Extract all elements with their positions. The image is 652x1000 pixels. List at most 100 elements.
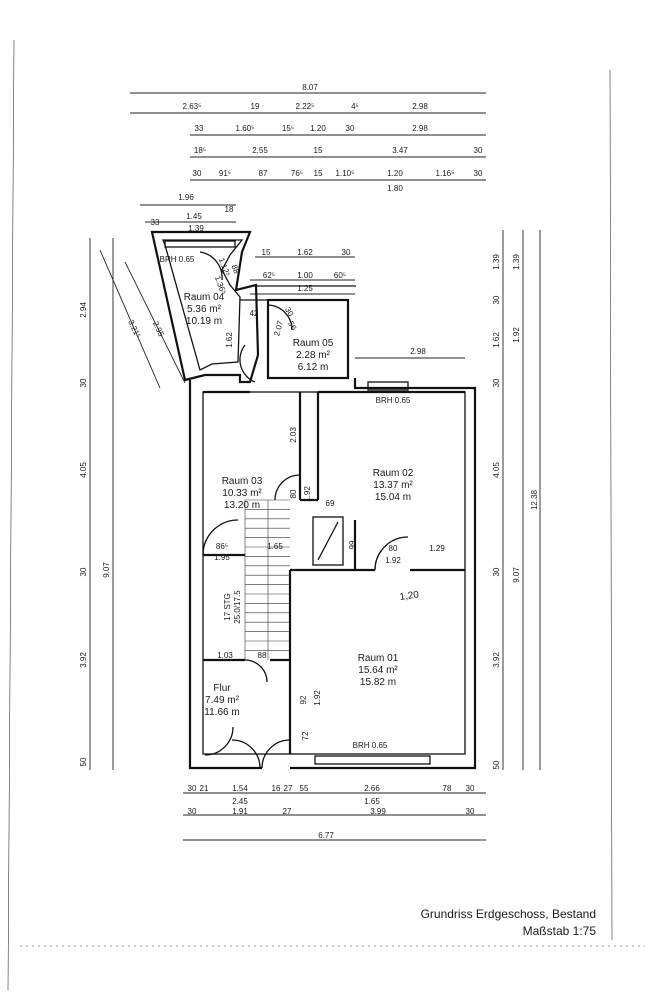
dimension-label: 6.77 bbox=[318, 831, 334, 840]
dimension-label: 30 bbox=[492, 378, 501, 387]
room-perimeter-raum-03: 13.20 m bbox=[224, 500, 260, 511]
dimension-label: 88 bbox=[258, 651, 267, 660]
dimension-label: 86⁵ bbox=[216, 542, 228, 551]
dimension-label: 1.39 bbox=[512, 254, 521, 270]
stair-step-count: 17 STG bbox=[223, 593, 232, 621]
dimension-label: 78 bbox=[443, 784, 452, 793]
dimension-label: 1.29 bbox=[429, 544, 445, 553]
room-area-raum-05: 2.28 m² bbox=[296, 350, 331, 361]
dimension-label: 15 bbox=[314, 146, 323, 155]
dimension-label: 1.45 bbox=[186, 212, 202, 221]
dimension-label: 30 bbox=[188, 807, 197, 816]
dimension-label: 3.99 bbox=[370, 807, 386, 816]
room-area-raum-03: 10.33 m² bbox=[222, 488, 262, 499]
dimension-label: 2.07 bbox=[272, 319, 285, 337]
window-sill-height-label: BRH 0.65 bbox=[376, 396, 411, 405]
room-name-raum-04: Raum 04 bbox=[184, 292, 225, 303]
dimension-label: 62⁵ bbox=[263, 271, 275, 280]
dimension-label: 30 bbox=[466, 784, 475, 793]
window-sill-height-label: BRH 0.65 bbox=[160, 255, 195, 264]
dimension-label: 3.92 bbox=[492, 652, 501, 668]
dimension-label: 60⁵ bbox=[334, 271, 346, 280]
room-name-raum-03: Raum 03 bbox=[222, 476, 263, 487]
dimension-label: 55 bbox=[300, 784, 309, 793]
room-area-raum-02: 13.37 m² bbox=[373, 480, 413, 491]
room-name-raum-01: Raum 01 bbox=[358, 653, 399, 664]
dimension-label: 99 bbox=[348, 540, 357, 549]
dimension-label: 18⁵ bbox=[194, 146, 206, 155]
room-perimeter-flur: 11.66 m bbox=[204, 707, 239, 718]
dimension-label: 27 bbox=[284, 784, 293, 793]
dimension-label: 1.20 bbox=[387, 169, 403, 178]
dimension-label: 8.07 bbox=[302, 83, 318, 92]
dimension-label: 3.21⁵ bbox=[126, 318, 142, 339]
dimension-label: 2.63⁵ bbox=[183, 102, 202, 111]
dimension-label: 42 bbox=[250, 309, 259, 318]
dimension-label: 1.92 bbox=[313, 690, 322, 706]
dimension-label: 2.98 bbox=[412, 124, 428, 133]
dimension-label: 30 bbox=[283, 306, 296, 319]
dimension-label: 1.62 bbox=[225, 332, 234, 348]
dimension-label: 30 bbox=[492, 567, 501, 576]
dimension-label: 16 bbox=[272, 784, 281, 793]
dimension-label: 56 bbox=[286, 320, 299, 333]
dimension-label: 1.20 bbox=[310, 124, 326, 133]
dimension-label: 1.80 bbox=[387, 184, 403, 193]
dimension-label: 15 bbox=[314, 169, 323, 178]
dimension-label: 1.12⁵ bbox=[217, 257, 232, 278]
dimension-label: 30 bbox=[466, 807, 475, 816]
dimension-label: 91⁵ bbox=[219, 169, 231, 178]
dimension-label: 30 bbox=[193, 169, 202, 178]
dimension-label: 9.07 bbox=[102, 562, 111, 578]
dimension-label: 1.92 bbox=[303, 486, 312, 502]
dimension-label: 21 bbox=[200, 784, 209, 793]
dimension-label: 3.47 bbox=[392, 146, 408, 155]
dimension-label: 1.03 bbox=[217, 651, 233, 660]
dimension-label: 4.05 bbox=[492, 462, 501, 478]
dimension-label: 4.05 bbox=[79, 462, 88, 478]
room-name-raum-02: Raum 02 bbox=[373, 468, 414, 479]
handwritten-note: 1,20 bbox=[399, 589, 420, 603]
dimension-label: 2.03 bbox=[289, 427, 298, 443]
dimension-label: 33 bbox=[195, 124, 204, 133]
room-perimeter-raum-05: 6.12 m bbox=[298, 362, 329, 373]
dimension-label: 2.95 bbox=[151, 320, 166, 338]
dimension-label: 72 bbox=[301, 731, 310, 740]
dimension-label: 15⁵ bbox=[282, 124, 294, 133]
dimension-label: 30 bbox=[342, 248, 351, 257]
room-name-raum-05: Raum 05 bbox=[293, 338, 334, 349]
dimension-label: 1.62 bbox=[492, 332, 501, 348]
dimension-label: 18 bbox=[225, 205, 234, 214]
dimension-label: 30 bbox=[188, 784, 197, 793]
dimension-label: 2.98 bbox=[412, 102, 428, 111]
dimension-label: 19 bbox=[251, 102, 260, 111]
dimension-label: 30 bbox=[79, 567, 88, 576]
dimension-label: 1.92 bbox=[385, 556, 401, 565]
dimension-label: 76⁵ bbox=[291, 169, 303, 178]
dimension-label: 30 bbox=[474, 146, 483, 155]
dimension-label: 33 bbox=[151, 218, 160, 227]
room-perimeter-raum-04: 10.19 m bbox=[186, 316, 222, 327]
dimension-label: 30 bbox=[346, 124, 355, 133]
dimension-label: 30 bbox=[474, 169, 483, 178]
dimension-label: 1.92 bbox=[512, 327, 521, 343]
room-name-flur: Flur bbox=[213, 683, 231, 694]
dimension-label: 1.91 bbox=[232, 807, 248, 816]
room-perimeter-raum-02: 15.04 m bbox=[375, 492, 411, 503]
dimension-label: 50 bbox=[492, 760, 501, 769]
dimension-label: 2.98 bbox=[410, 347, 426, 356]
plan-title: Grundriss Erdgeschoss, Bestand bbox=[421, 907, 596, 921]
dimension-label: 1.54 bbox=[232, 784, 248, 793]
dimension-label: 50 bbox=[79, 757, 88, 766]
dimension-label: 1.65 bbox=[364, 797, 380, 806]
dimension-label: 15 bbox=[262, 248, 271, 257]
dimension-label: 2.94 bbox=[79, 302, 88, 318]
dimension-label: 2.22⁵ bbox=[296, 102, 315, 111]
dimension-label: 12.38 bbox=[530, 489, 539, 510]
dimension-label: 80 bbox=[389, 544, 398, 553]
dimension-label: 69 bbox=[326, 499, 335, 508]
dimension-label: 30 bbox=[79, 378, 88, 387]
dimension-label: 2.45 bbox=[232, 797, 248, 806]
